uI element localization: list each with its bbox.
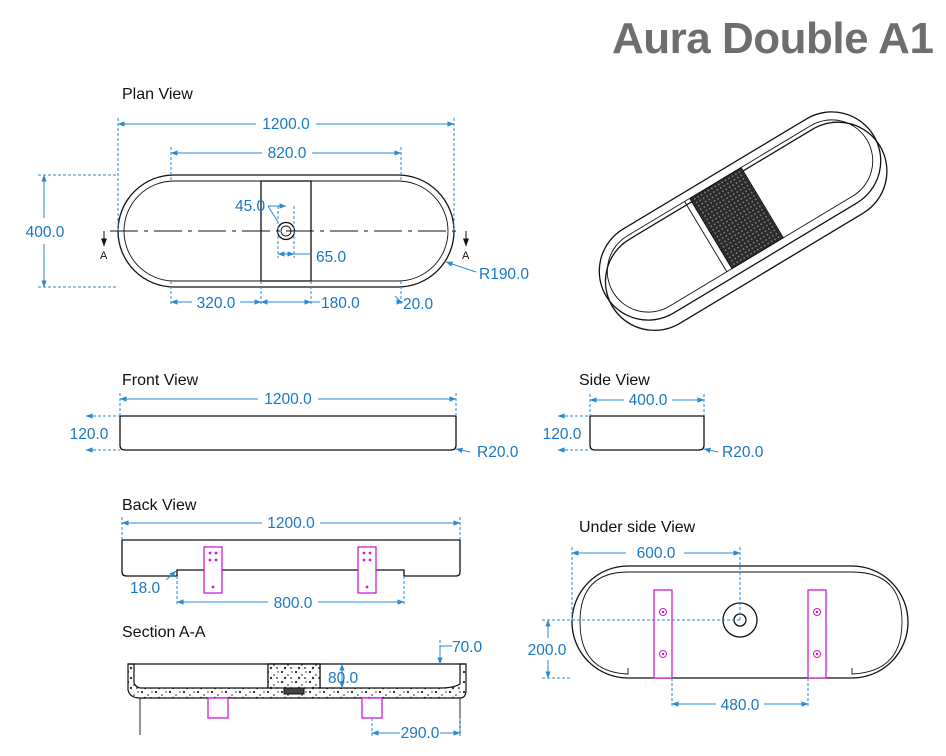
side-radius-dim: R20.0 — [722, 444, 764, 461]
front-radius-dim: R20.0 — [477, 444, 519, 461]
back-bracket-right — [357, 546, 377, 594]
plan-inner-length-dim: 820.0 — [268, 145, 307, 162]
plan-view-label: Plan View — [122, 86, 193, 103]
drawing-title: Aura Double A1 — [612, 14, 934, 63]
isometric-view — [598, 111, 888, 332]
front-length-dim: 1200.0 — [264, 391, 312, 408]
front-view-label: Front View — [122, 372, 199, 389]
section-bracket-left — [207, 697, 229, 719]
under-hole-pos-dim: 600.0 — [637, 545, 676, 562]
back-view-label: Back View — [122, 497, 197, 514]
section-view-label: Section A-A — [122, 624, 206, 641]
side-outline — [589, 415, 705, 451]
back-step-dim: 18.0 — [130, 580, 161, 597]
plan-hole-offset-dim: 45.0 — [235, 198, 266, 215]
side-height-dim: 120.0 — [543, 426, 582, 443]
under-bracket-left — [653, 589, 673, 679]
plan-drain-inner — [280, 225, 292, 237]
front-height-dim: 120.0 — [70, 426, 109, 443]
back-length-dim: 1200.0 — [267, 515, 315, 532]
under-bracket-span-dim: 480.0 — [721, 697, 760, 714]
side-view-label: Side View — [579, 372, 650, 389]
under-bracket-right — [807, 589, 827, 679]
plan-width-dim: 400.0 — [26, 224, 65, 241]
plan-radius-dim: R190.0 — [479, 266, 529, 283]
section-view: 70.0 80.0 290.0 — [127, 639, 483, 742]
plan-left-basin-dim: 320.0 — [197, 295, 236, 312]
side-width-dim: 400.0 — [629, 392, 668, 409]
side-view: 400.0 120.0 R20.0 — [543, 392, 764, 461]
section-drain-dim: 80.0 — [328, 670, 359, 687]
plan-length-dim: 1200.0 — [262, 116, 310, 133]
section-bracket-dim: 290.0 — [401, 725, 440, 742]
back-outline — [121, 539, 461, 577]
section-center-deck — [267, 663, 321, 689]
under-outer-outline — [571, 565, 909, 679]
iso-top-rim — [598, 111, 882, 321]
back-bracket-left — [203, 546, 223, 594]
section-drain — [283, 687, 305, 695]
section-bracket-right — [361, 697, 383, 719]
iso-mesh-deck — [689, 166, 784, 270]
front-outline — [119, 415, 457, 451]
section-marker-left: A — [100, 250, 108, 262]
section-marker-right: A — [462, 250, 470, 262]
plan-center-section-dim: 180.0 — [321, 295, 360, 312]
front-view: 1200.0 120.0 R20.0 — [70, 391, 519, 461]
section-depth-dim: 70.0 — [452, 639, 483, 656]
plan-wall-dim: 20.0 — [403, 296, 434, 313]
back-bracket-span-dim: 800.0 — [274, 595, 313, 612]
under-view-label: Under side View — [579, 519, 696, 536]
under-view: 600.0 200.0 480.0 — [528, 545, 909, 714]
back-view: 1200.0 18.0 800.0 — [121, 515, 461, 612]
under-inner-outline — [579, 571, 903, 675]
plan-view: A A 1200.0 820.0 400.0 45.0 65.0 — [26, 116, 530, 313]
plan-hole-width-dim: 65.0 — [316, 249, 347, 266]
under-width-dim: 200.0 — [528, 642, 567, 659]
